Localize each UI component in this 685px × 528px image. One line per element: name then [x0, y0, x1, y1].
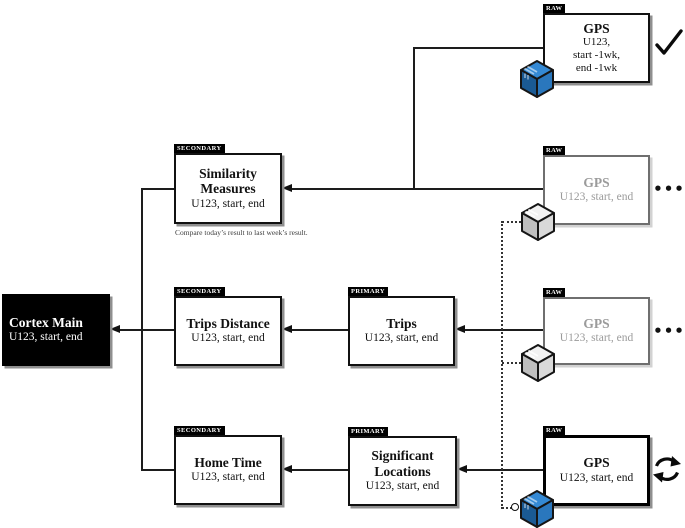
node-title: Trips [386, 315, 417, 331]
node-title: Cortex Main [9, 315, 83, 331]
package-cube-icon-gray [521, 203, 555, 241]
edge-package-lineage-v [501, 221, 503, 509]
node-title: Trips Distance [186, 315, 270, 331]
edge-gps-lastweek-h [413, 47, 543, 49]
node-home-time: SECONDARY Home Time U123, start, end [174, 426, 282, 505]
node-subtitle-line: end -1wk [575, 62, 618, 75]
edge-similarity-stub [141, 188, 174, 190]
package-cube-icon-blue [520, 490, 554, 528]
edge-left-bus [141, 188, 143, 471]
node-subtitle: U123, start, end [364, 332, 439, 345]
stage-tag-raw: RAW [543, 426, 566, 435]
node-gps-last-week: RAW GPS U123, start -1wk, end -1wk [543, 4, 650, 83]
node-title: Significant Locations [371, 448, 434, 479]
check-icon [655, 29, 683, 55]
node-gps-hidden-2: RAW GPS U123, start, end [543, 288, 650, 365]
node-trips-distance: SECONDARY Trips Distance U123, start, en… [174, 287, 282, 366]
node-title: Home Time [194, 454, 262, 470]
node-subtitle: U123, start, end [191, 471, 265, 484]
package-link-circle [511, 503, 519, 511]
node-significant-locations: PRIMARY Significant Locations U123, star… [348, 427, 457, 506]
edge-gps3-to-trips [463, 329, 543, 331]
arrowhead [282, 325, 292, 333]
node-subtitle: U123, start, end [191, 332, 265, 345]
arrowhead [455, 325, 465, 333]
edge-gps-lastweek-v [413, 47, 415, 190]
node-subtitle: U123, start, end [559, 471, 634, 484]
node-subtitle: U123, start, end [191, 197, 265, 210]
node-title: GPS [583, 455, 610, 471]
stage-tag-secondary: SECONDARY [174, 144, 225, 153]
node-gps-current: RAW GPS U123, start, end [543, 426, 650, 506]
node-title: GPS [583, 174, 610, 190]
more-days-ellipsis: ••• [653, 322, 685, 340]
arrowhead [457, 465, 467, 473]
refresh-icon [653, 456, 681, 483]
node-subtitle: U123, start, end [365, 480, 440, 493]
arrowhead [282, 465, 292, 473]
stage-tag-raw: RAW [543, 146, 566, 155]
similarity-caption: Compare today’s result to last week’s re… [175, 228, 308, 237]
node-subtitle: U123, start, end [9, 330, 83, 343]
edge-package-stub-3 [502, 507, 512, 509]
stage-tag-secondary: SECONDARY [174, 426, 225, 435]
more-days-ellipsis: ••• [653, 180, 685, 198]
edge-package-stub-2 [502, 362, 521, 364]
stage-tag-primary: PRIMARY [348, 287, 388, 296]
node-gps-hidden-1: RAW GPS U123, start, end [543, 146, 650, 225]
stage-tag-primary: PRIMARY [348, 427, 388, 436]
node-title: GPS [583, 315, 610, 331]
node-subtitle: U123, start, end [559, 191, 634, 204]
node-subtitle: U123, start, end [559, 332, 634, 345]
edge-gps2-to-similarity [290, 188, 543, 190]
package-cube-icon-blue [520, 60, 554, 98]
edge-gps4-to-siglocations [465, 469, 543, 471]
edge-trips-to-tripsdistance [290, 329, 348, 331]
stage-tag-raw: RAW [543, 288, 566, 297]
edge-siglocations-to-hometime [290, 469, 348, 471]
edge-tripsdistance-to-cortex [118, 329, 174, 331]
node-subtitle-line: start -1wk, [572, 49, 621, 62]
node-similarity-measures: SECONDARY Similarity Measures U123, star… [174, 144, 282, 224]
stage-tag-secondary: SECONDARY [174, 287, 225, 296]
node-trips: PRIMARY Trips U123, start, end [348, 287, 455, 366]
node-subtitle-line: U123, [582, 36, 611, 49]
edge-package-stub-1 [502, 221, 521, 223]
node-cortex-main: Cortex Main U123, start, end [2, 294, 110, 366]
edge-hometime-stub [141, 469, 174, 471]
node-title: Similarity Measures [199, 165, 257, 197]
stage-tag-raw: RAW [543, 4, 566, 13]
arrowhead [110, 325, 120, 333]
node-title: GPS [583, 20, 610, 36]
arrowhead [282, 184, 292, 192]
package-cube-icon-gray [521, 344, 555, 382]
